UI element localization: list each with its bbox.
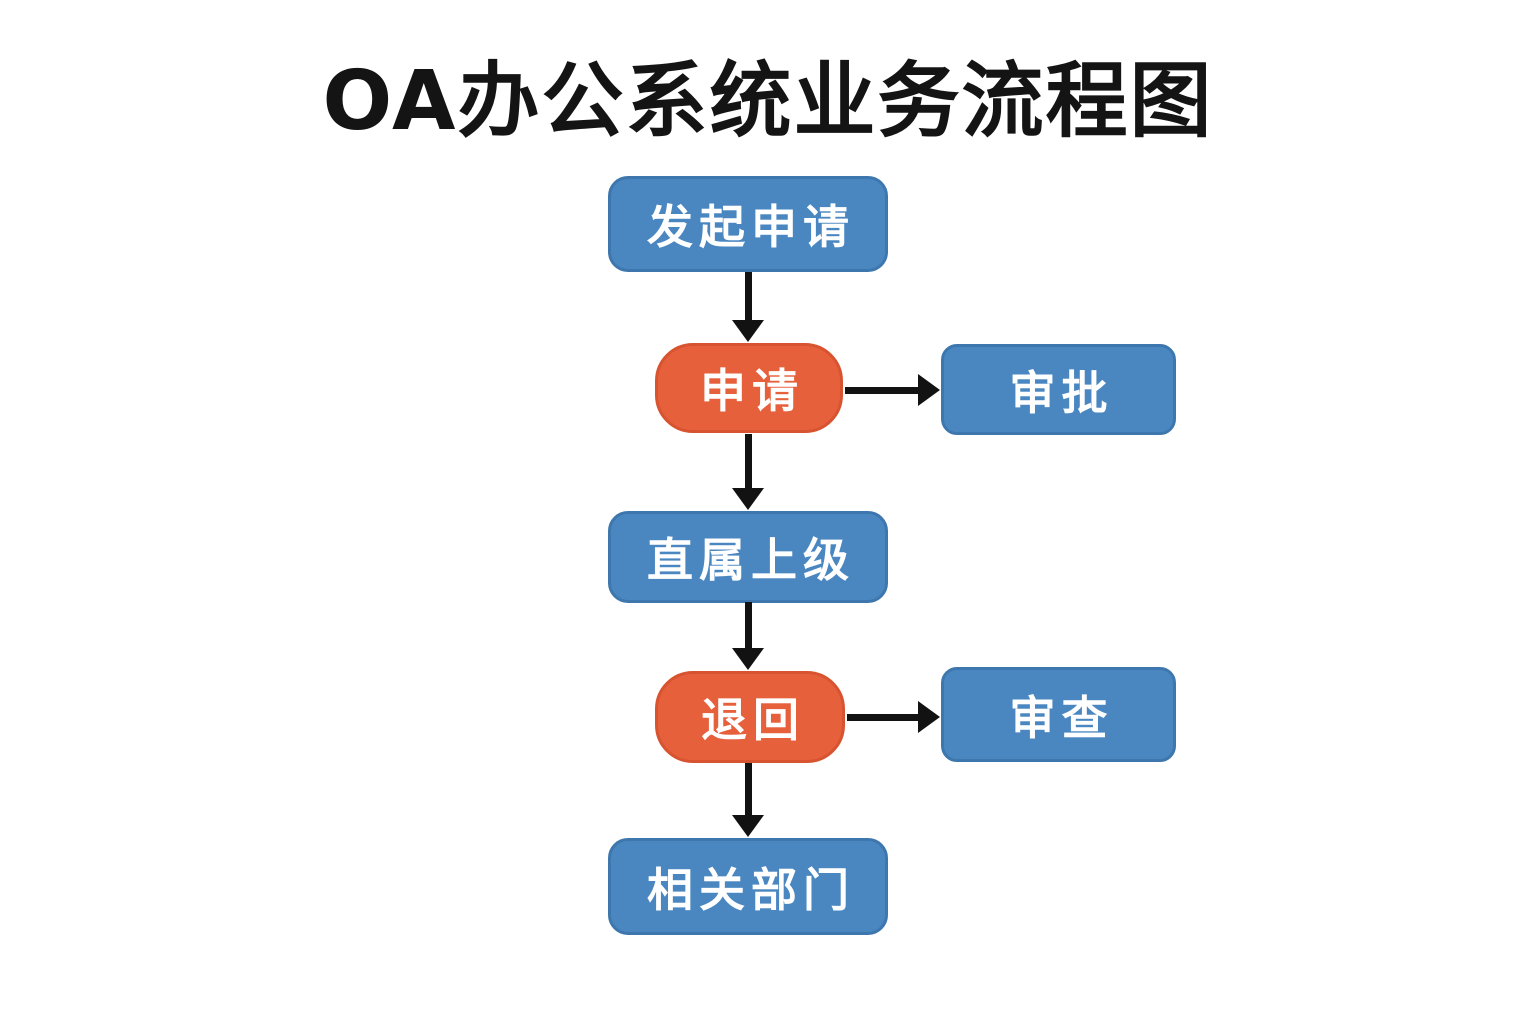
- arrow-down-apply-to-supervisor: [732, 434, 764, 510]
- arrow-right-return-to-review: [847, 701, 940, 733]
- arrowhead-right-icon: [918, 374, 940, 406]
- arrow-shaft: [845, 386, 918, 394]
- arrow-shaft: [744, 272, 752, 320]
- page-title: OA办公系统业务流程图: [322, 54, 1214, 149]
- arrowhead-right-icon: [918, 701, 940, 733]
- arrow-right-apply-to-approval: [845, 374, 940, 406]
- node-review: 审查: [941, 667, 1176, 762]
- arrow-shaft: [744, 434, 752, 488]
- arrow-down-return-to-departments: [732, 763, 764, 837]
- node-initiate-application: 发起申请: [608, 176, 888, 272]
- arrowhead-down-icon: [732, 320, 764, 342]
- arrowhead-down-icon: [732, 488, 764, 510]
- arrow-shaft: [744, 763, 752, 815]
- arrowhead-down-icon: [732, 815, 764, 837]
- node-approval: 审批: [941, 344, 1176, 435]
- arrow-down-supervisor-to-return: [732, 602, 764, 670]
- node-apply: 申请: [655, 343, 843, 433]
- arrow-down-initiate-to-apply: [732, 272, 764, 342]
- node-direct-supervisor: 直属上级: [608, 511, 888, 603]
- node-return: 退回: [655, 671, 845, 763]
- node-related-departments: 相关部门: [608, 838, 888, 935]
- arrowhead-down-icon: [732, 648, 764, 670]
- arrow-shaft: [744, 602, 752, 648]
- arrow-shaft: [847, 713, 918, 721]
